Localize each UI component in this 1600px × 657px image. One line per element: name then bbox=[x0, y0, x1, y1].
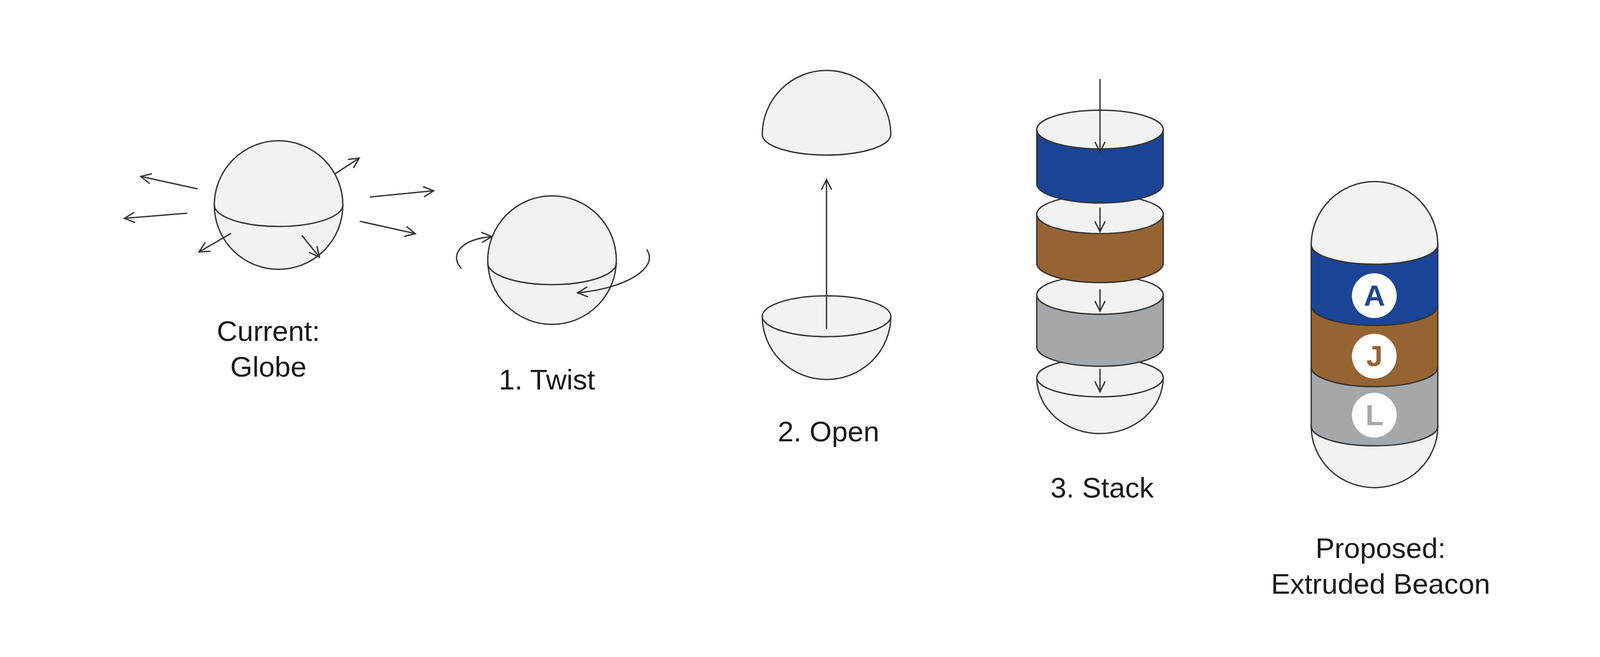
badge-letter: A bbox=[1363, 280, 1386, 311]
equator bbox=[487, 263, 617, 285]
twist-arrow bbox=[577, 250, 650, 293]
caption: 2. Open bbox=[777, 413, 880, 450]
burst-arrows bbox=[124, 158, 434, 258]
badge-letter: L bbox=[1365, 400, 1384, 430]
equator bbox=[214, 205, 343, 227]
caption: 1. Twist bbox=[498, 361, 595, 398]
twist-sphere bbox=[487, 195, 617, 325]
open-arrow bbox=[825, 179, 828, 329]
stack-arrows bbox=[1099, 79, 1101, 392]
line-badge: L bbox=[1351, 392, 1397, 438]
caption: Proposed: Extruded Beacon bbox=[1270, 530, 1491, 602]
line-badge: J bbox=[1351, 333, 1397, 379]
top-half bbox=[762, 70, 891, 156]
caption: Current: Globe bbox=[182, 313, 355, 385]
twist-arrow bbox=[456, 236, 492, 269]
globe bbox=[214, 140, 343, 270]
beacon-dome bbox=[1311, 181, 1439, 265]
badge-letter: J bbox=[1366, 341, 1383, 371]
caption: 3. Stack bbox=[1050, 470, 1154, 506]
